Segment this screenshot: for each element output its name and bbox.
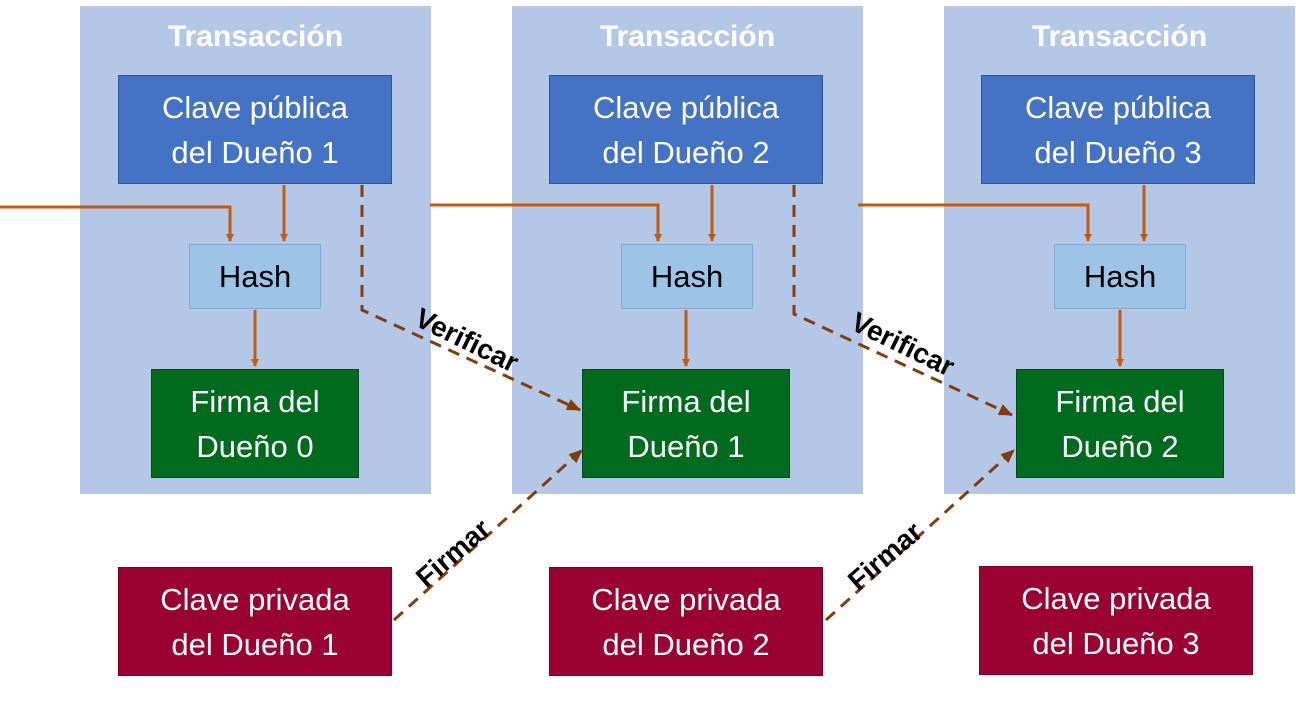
verify-arrow-1: [360, 185, 581, 412]
private-key-owner-3: Clave privada del Dueño 3: [979, 566, 1253, 675]
signature-owner-2: Firma del Dueño 2: [1016, 369, 1224, 478]
incoming-arrow-2: [430, 203, 662, 242]
public-key-owner-1: Clave pública del Dueño 1: [118, 75, 392, 184]
private-key-owner-1: Clave privada del Dueño 1: [118, 567, 392, 676]
signature-owner-0: Firma del Dueño 0: [151, 369, 359, 478]
transaction-title: Transacción: [599, 20, 776, 53]
incoming-arrow-3: [858, 203, 1092, 242]
incoming-arrow-1: [0, 205, 234, 242]
hash-box-3: Hash: [1054, 244, 1186, 309]
verify-arrow-2: [792, 185, 1013, 417]
transaction-title: Transacción: [1031, 20, 1208, 53]
public-key-owner-2: Clave pública del Dueño 2: [549, 75, 823, 184]
public-key-owner-3: Clave pública del Dueño 3: [981, 75, 1255, 184]
hash-box-2: Hash: [621, 244, 753, 309]
sign-arrow-2: [824, 448, 1016, 622]
sign-arrow-1: [392, 448, 584, 622]
transaction-title: Transacción: [167, 20, 344, 53]
private-key-owner-2: Clave privada del Dueño 2: [549, 567, 823, 676]
signature-owner-1: Firma del Dueño 1: [582, 369, 790, 478]
hash-box-1: Hash: [189, 244, 321, 309]
